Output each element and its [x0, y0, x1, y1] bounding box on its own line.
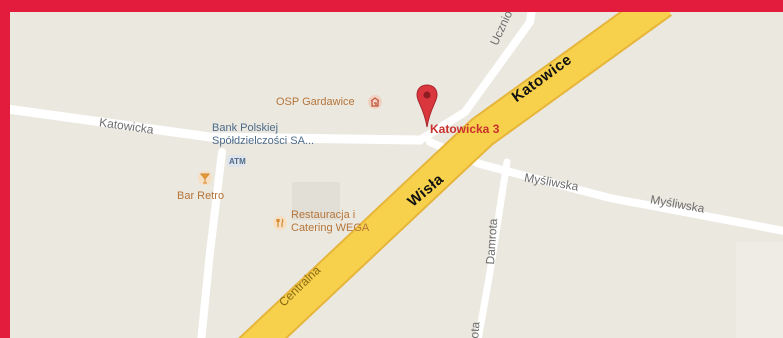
pin-label[interactable]: Katowicka 3: [430, 122, 500, 136]
poi-restaurant-label-line1[interactable]: Restauracja i: [291, 209, 356, 221]
poi-bank-label-line2[interactable]: Spółdzielczości SA...: [212, 135, 315, 147]
building-block: [292, 182, 340, 220]
street-katowicka: [10, 104, 425, 145]
street-side: [197, 148, 226, 338]
poi-osp-label[interactable]: OSP Gardawice: [276, 96, 355, 108]
streets: [10, 12, 783, 338]
poi-bank-label-line1[interactable]: Bank Polskiej: [212, 122, 279, 134]
street-mysliwska: [426, 138, 783, 235]
atm-label: ATM: [229, 157, 246, 166]
poi-bar-label[interactable]: Bar Retro: [177, 190, 225, 202]
street-uczniowska: [416, 12, 536, 144]
street-damrota: [474, 158, 511, 338]
poi-restaurant-label-line2[interactable]: Catering WEGA: [291, 222, 370, 234]
highway: [240, 12, 671, 338]
map-view[interactable]: Katowicka Uczniowska Myśliwska Myśliwska…: [10, 12, 783, 338]
building-block: [736, 242, 783, 338]
map-roads: [10, 12, 783, 338]
road-label-damrota-lower: rota: [467, 321, 483, 338]
